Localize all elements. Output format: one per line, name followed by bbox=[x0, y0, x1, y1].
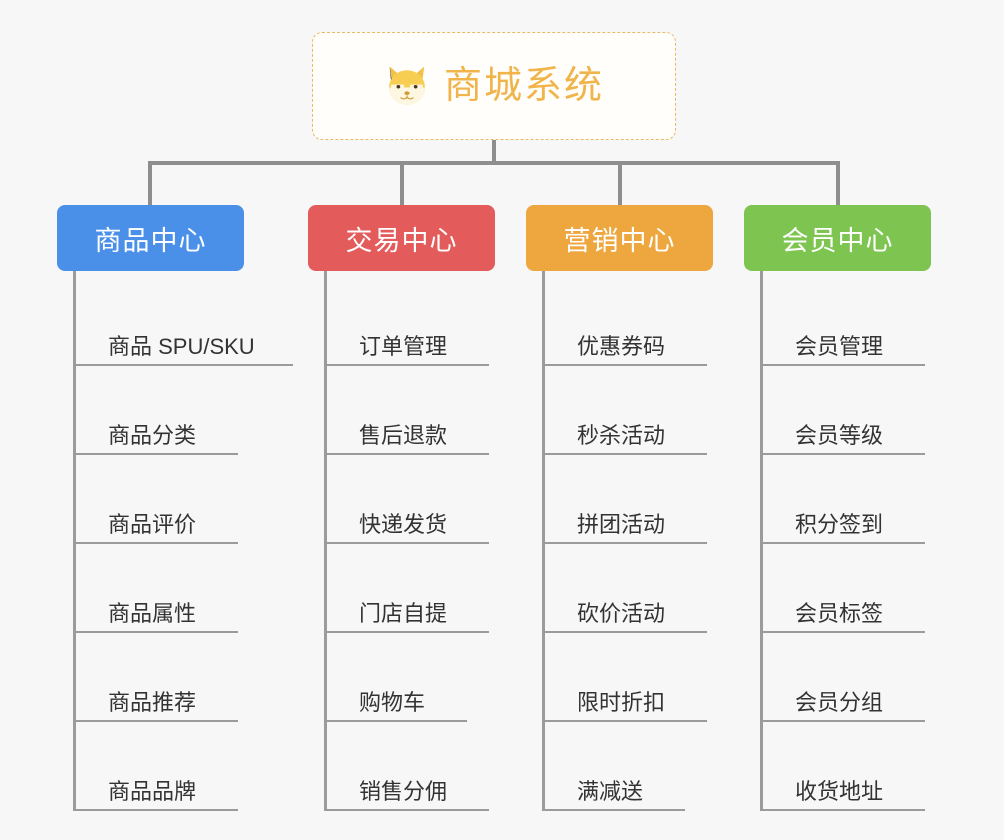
leaf-label: 限时折扣 bbox=[577, 689, 666, 715]
leaf-label: 商品评价 bbox=[108, 511, 197, 537]
branch-label: 商品中心 bbox=[94, 225, 207, 256]
leaf-underline bbox=[324, 542, 489, 544]
branch-body: 订单管理 售后退款 快递发货 门店自提 购物车 销售分佣 bbox=[324, 271, 495, 811]
leaf-underline bbox=[542, 364, 707, 366]
leaf-label: 商品 SPU/SKU bbox=[108, 333, 255, 359]
root-node[interactable]: 商城系统 bbox=[312, 32, 676, 140]
branch-body: 会员管理 会员等级 积分签到 会员标签 会员分组 收货地址 bbox=[760, 271, 931, 811]
list-item[interactable]: 优惠券码 bbox=[542, 277, 713, 366]
leaf-label: 门店自提 bbox=[359, 600, 448, 626]
leaf-label: 会员管理 bbox=[795, 333, 884, 359]
leaf-label: 快递发货 bbox=[359, 511, 448, 537]
list-item[interactable]: 商品评价 bbox=[73, 455, 244, 544]
list-item[interactable]: 销售分佣 bbox=[324, 722, 495, 811]
leaf-underline bbox=[324, 364, 489, 366]
leaf-label: 优惠券码 bbox=[577, 333, 666, 359]
branch-body: 优惠券码 秒杀活动 拼团活动 砍价活动 限时折扣 满减送 bbox=[542, 271, 713, 811]
connector-drop-3 bbox=[618, 161, 622, 207]
list-item[interactable]: 商品推荐 bbox=[73, 633, 244, 722]
list-item[interactable]: 购物车 bbox=[324, 633, 495, 722]
connector-drop-2 bbox=[400, 161, 404, 207]
leaf-underline bbox=[760, 453, 925, 455]
list-item[interactable]: 会员分组 bbox=[760, 633, 931, 722]
list-item[interactable]: 积分签到 bbox=[760, 455, 931, 544]
list-item[interactable]: 砍价活动 bbox=[542, 544, 713, 633]
leaf-label: 商品推荐 bbox=[108, 689, 197, 715]
connector-root-stem bbox=[492, 140, 496, 163]
leaf-label: 售后退款 bbox=[359, 422, 448, 448]
list-item[interactable]: 满减送 bbox=[542, 722, 713, 811]
shiba-dog-face-icon bbox=[384, 63, 430, 109]
branch-header-member-center[interactable]: 会员中心 bbox=[744, 205, 931, 271]
branch-header-marketing-center[interactable]: 营销中心 bbox=[526, 205, 713, 271]
list-item[interactable]: 订单管理 bbox=[324, 277, 495, 366]
list-item[interactable]: 拼团活动 bbox=[542, 455, 713, 544]
branch-marketing-center: 营销中心 优惠券码 秒杀活动 拼团活动 砍价活动 限时折扣 bbox=[526, 205, 713, 811]
leaf-label: 购物车 bbox=[359, 689, 426, 715]
leaf-underline bbox=[73, 364, 293, 366]
leaf-underline bbox=[324, 720, 467, 722]
connector-bus bbox=[148, 161, 840, 165]
list-item[interactable]: 售后退款 bbox=[324, 366, 495, 455]
leaf-underline bbox=[542, 453, 707, 455]
connector-drop-1 bbox=[148, 161, 152, 207]
leaf-underline bbox=[542, 720, 707, 722]
leaf-underline bbox=[760, 720, 925, 722]
list-item[interactable]: 商品品牌 bbox=[73, 722, 244, 811]
branch-member-center: 会员中心 会员管理 会员等级 积分签到 会员标签 会员分组 bbox=[744, 205, 931, 811]
leaf-label: 积分签到 bbox=[795, 511, 884, 537]
leaf-underline bbox=[324, 809, 489, 811]
leaf-underline bbox=[542, 809, 685, 811]
list-item[interactable]: 快递发货 bbox=[324, 455, 495, 544]
list-item[interactable]: 收货地址 bbox=[760, 722, 931, 811]
leaf-underline bbox=[73, 453, 238, 455]
branch-trade-center: 交易中心 订单管理 售后退款 快递发货 门店自提 购物车 bbox=[308, 205, 495, 811]
leaf-underline bbox=[542, 631, 707, 633]
list-item[interactable]: 商品属性 bbox=[73, 544, 244, 633]
leaf-label: 满减送 bbox=[577, 778, 644, 804]
list-item[interactable]: 会员等级 bbox=[760, 366, 931, 455]
leaf-underline bbox=[760, 542, 925, 544]
list-item[interactable]: 秒杀活动 bbox=[542, 366, 713, 455]
leaf-underline bbox=[73, 542, 238, 544]
leaf-label: 拼团活动 bbox=[577, 511, 666, 537]
branch-product-center: 商品中心 商品 SPU/SKU 商品分类 商品评价 商品属性 商品推荐 bbox=[57, 205, 293, 811]
leaf-label: 砍价活动 bbox=[577, 600, 666, 626]
leaf-label: 收货地址 bbox=[795, 778, 884, 804]
leaf-underline bbox=[760, 364, 925, 366]
branch-body: 商品 SPU/SKU 商品分类 商品评价 商品属性 商品推荐 商品品牌 bbox=[73, 271, 293, 811]
leaf-label: 商品属性 bbox=[108, 600, 197, 626]
leaf-label: 会员分组 bbox=[795, 689, 884, 715]
leaf-underline bbox=[73, 631, 238, 633]
leaf-underline bbox=[73, 720, 238, 722]
leaf-label: 商品品牌 bbox=[108, 778, 197, 804]
leaf-label: 商品分类 bbox=[108, 422, 197, 448]
branch-label: 营销中心 bbox=[563, 225, 676, 256]
leaf-label: 销售分佣 bbox=[359, 778, 448, 804]
leaf-underline bbox=[760, 631, 925, 633]
branch-label: 会员中心 bbox=[781, 225, 894, 256]
list-item[interactable]: 限时折扣 bbox=[542, 633, 713, 722]
leaf-label: 订单管理 bbox=[359, 333, 448, 359]
list-item[interactable]: 会员标签 bbox=[760, 544, 931, 633]
root-title: 商城系统 bbox=[443, 65, 604, 107]
leaf-underline bbox=[73, 809, 238, 811]
leaf-label: 秒杀活动 bbox=[577, 422, 666, 448]
leaf-label: 会员等级 bbox=[795, 422, 884, 448]
leaf-underline bbox=[760, 809, 925, 811]
leaf-underline bbox=[324, 453, 489, 455]
leaf-underline bbox=[324, 631, 489, 633]
leaf-underline bbox=[542, 542, 707, 544]
connector-drop-4 bbox=[836, 161, 840, 207]
branch-header-trade-center[interactable]: 交易中心 bbox=[308, 205, 495, 271]
list-item[interactable]: 商品 SPU/SKU bbox=[73, 277, 293, 366]
leaf-label: 会员标签 bbox=[795, 600, 884, 626]
branch-label: 交易中心 bbox=[345, 225, 458, 256]
list-item[interactable]: 商品分类 bbox=[73, 366, 244, 455]
list-item[interactable]: 会员管理 bbox=[760, 277, 931, 366]
branch-header-product-center[interactable]: 商品中心 bbox=[57, 205, 244, 271]
list-item[interactable]: 门店自提 bbox=[324, 544, 495, 633]
